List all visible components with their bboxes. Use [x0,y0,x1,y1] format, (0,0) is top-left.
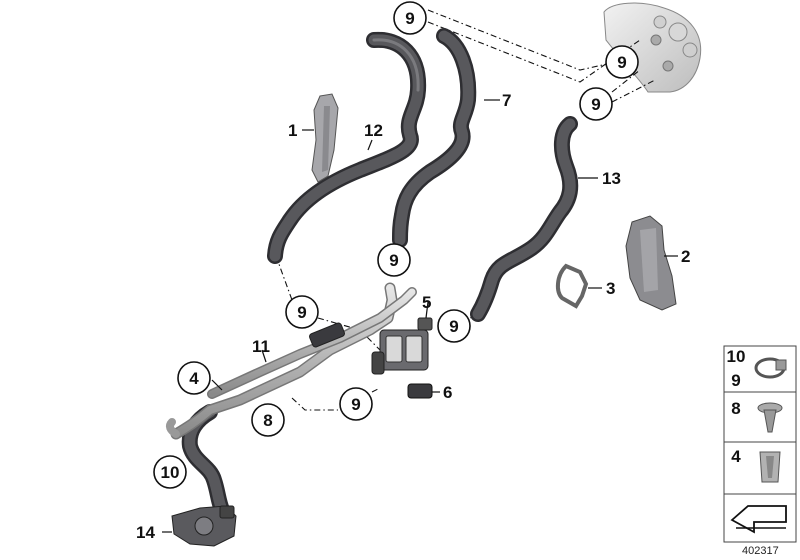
svg-text:9: 9 [405,9,414,28]
legend-item-9: 9 [731,371,740,390]
legend-panel: 10 9 8 4 [723,345,797,543]
callout-4: 4 [177,361,211,395]
svg-text:10: 10 [161,463,180,482]
svg-text:8: 8 [263,411,272,430]
svg-text:4: 4 [189,369,199,388]
legend-item-10: 10 [727,347,746,366]
callout-9-mid: 9 [377,243,411,277]
arrow-icon [730,505,787,534]
callout-9-right: 9 [579,87,613,121]
svg-text:9: 9 [591,95,600,114]
svg-text:9: 9 [449,317,458,336]
svg-text:9: 9 [351,395,360,414]
svg-text:9: 9 [617,53,626,72]
callout-9-left: 9 [285,295,319,329]
label-7: 7 [502,91,511,110]
label-6: 6 [443,383,452,402]
svg-text:9: 9 [389,251,398,270]
callout-9-lower: 9 [339,387,373,421]
engine-flange [603,2,702,93]
bracket-1 [311,93,339,183]
hose-13 [470,116,579,322]
label-5: 5 [422,293,431,312]
pump-14 [171,505,237,547]
label-3: 3 [606,279,615,298]
label-14: 14 [136,523,155,542]
callout-9-valve: 9 [437,309,471,343]
callout-9-top: 9 [393,1,427,35]
hose-7 [392,28,477,248]
label-11: 11 [252,337,270,356]
hose-clamp-icon [754,357,787,379]
screw-rivet-icon [757,402,783,433]
clip-3 [555,263,589,309]
legend-item-8: 8 [731,399,740,418]
valve-unit [371,317,433,375]
hose-12 [267,31,427,264]
label-12: 12 [364,121,383,140]
connector-6 [407,383,433,399]
label-1: 1 [288,121,297,140]
svg-text:9: 9 [297,303,306,322]
label-2: 2 [681,247,690,266]
heat-shield-2 [625,215,677,311]
label-13: 13 [602,169,621,188]
metal-pipe-11 [165,282,417,440]
legend-item-4: 4 [731,447,741,466]
callout-10: 10 [153,455,187,489]
leader-lines [162,99,678,533]
callout-8: 8 [251,403,285,437]
diagram-number: 402317 [742,545,779,557]
callout-9-flange: 9 [605,45,639,79]
expanding-nut-icon [759,451,781,483]
